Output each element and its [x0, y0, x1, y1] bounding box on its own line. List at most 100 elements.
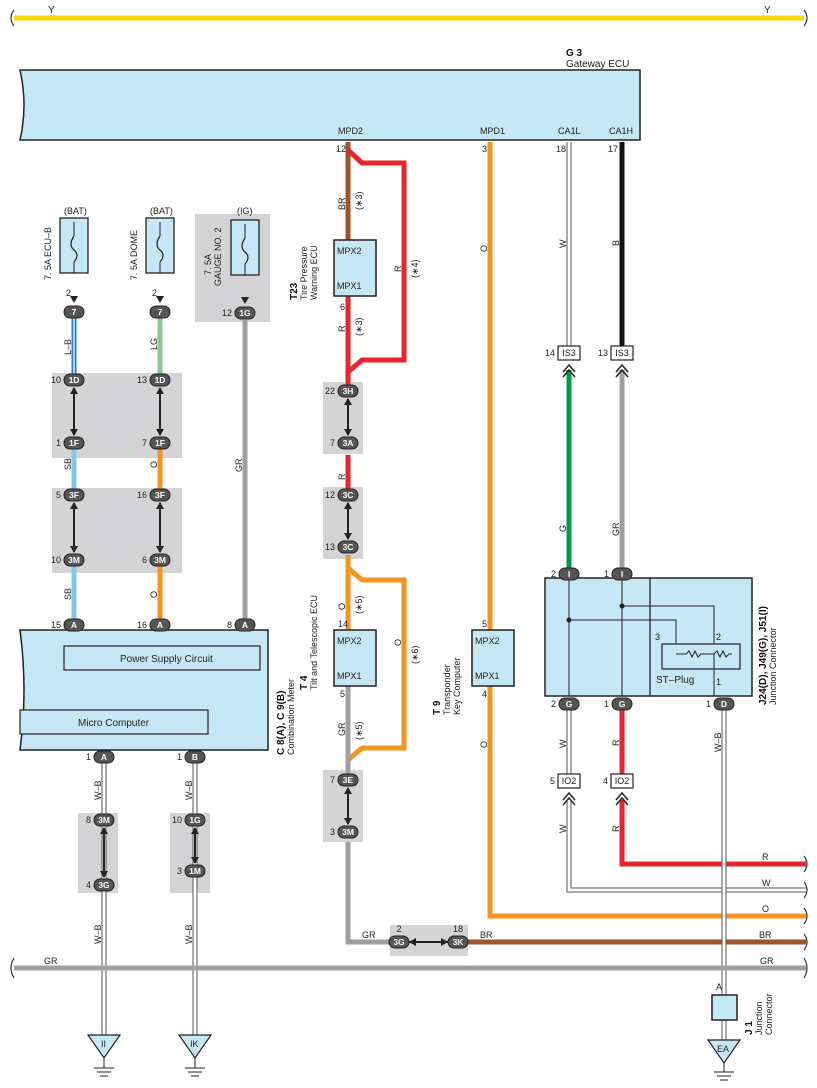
- conn-3m-8-id: 3M: [98, 815, 110, 825]
- conn-1f-7: 1F 7: [142, 436, 171, 450]
- junction-connector: 3 2 1 ST–Plug J24(D), J49(G), J51(I) Jun…: [544, 577, 778, 705]
- wires: [10, 142, 808, 1040]
- label-wb-junction: W–B: [713, 732, 723, 752]
- conn-3m-6: 3M6: [142, 553, 171, 567]
- conn-a-8: A8: [227, 618, 256, 632]
- conn-a-16-id: A: [157, 620, 163, 630]
- label-o-mpd1-low: O: [479, 741, 489, 748]
- j1-connector: A J 1 Junction Connector: [711, 982, 774, 1035]
- conn-7-dome: 7: [149, 305, 171, 319]
- conn-1f-1: 1F1: [56, 436, 85, 450]
- label-wb-a2: W–B: [93, 924, 103, 944]
- label-wb-a1: W–B: [93, 780, 103, 800]
- t4-name: Tilt and Telescopic ECU: [309, 595, 319, 690]
- conn-3c-12-pin: 12: [325, 490, 335, 500]
- t9-name2: Key Computer: [452, 657, 462, 715]
- t9-mpx2: MPX2: [475, 636, 500, 646]
- conn-io2-4-pin: 4: [603, 776, 608, 786]
- conn-a-1-meter-id: A: [101, 752, 107, 762]
- pin-num-17: 17: [608, 144, 618, 154]
- note-4: (∗4): [410, 259, 420, 278]
- conn-io2-5-pin: 5: [550, 776, 555, 786]
- t23-pin-6: 6: [340, 302, 345, 312]
- conn-a-15: A 15: [51, 618, 85, 632]
- conn-a-8-id: A: [242, 620, 248, 630]
- t9-pin-5: 5: [482, 619, 487, 629]
- conn-3c-12-id: 3C: [343, 490, 354, 500]
- conn-3m-8-pin: 8: [86, 815, 91, 825]
- conn-1d-10-pin: 10: [51, 375, 61, 385]
- conn-3m-10: 3M 10: [51, 553, 85, 567]
- conn-3f-5-id: 3F: [69, 490, 79, 500]
- label-r-right: R: [762, 852, 769, 862]
- conn-g-2-id: G: [566, 699, 573, 709]
- fuse-gauge: (IG) 7. 5A GAUGE NO. 2: [203, 206, 260, 286]
- label-r-loop: R: [393, 265, 403, 272]
- conn-3f-5-pin: 5: [56, 490, 61, 500]
- meter-name: Combination Meter: [286, 679, 296, 755]
- note-6: (∗6): [410, 645, 420, 664]
- meter-ref: C 8(A), C 9(B): [276, 691, 287, 755]
- conn-3g-2-pin: 2: [396, 924, 401, 934]
- conn-3c-12: 3C 12: [325, 488, 359, 502]
- arrow-3c-3c: [344, 502, 352, 540]
- conn-3k-18-pin: 18: [453, 924, 463, 934]
- conn-1g-10-pin: 10: [172, 815, 182, 825]
- conn-d-1-pin: 1: [706, 699, 711, 709]
- t4-pin-5: 5: [340, 689, 345, 699]
- conn-3f-5: 3F 5: [56, 488, 85, 502]
- t23-name1: Tire Pressure: [299, 246, 309, 300]
- fuse-3-src: (IG): [237, 206, 253, 216]
- conn-a-15-id: A: [71, 620, 77, 630]
- conn-3a-7-id: 3A: [343, 438, 354, 448]
- label-b-ca1h: B: [611, 240, 621, 246]
- conn-3h-22-pin: 22: [325, 386, 335, 396]
- ground-ik: IK: [177, 1034, 213, 1077]
- conn-is3-14-chevron: [562, 363, 576, 378]
- label-o-2: O: [149, 591, 159, 598]
- label-gr-bus-right: GR: [760, 956, 774, 966]
- label-wb-b1: W–B: [184, 780, 194, 800]
- ecu-pin-numbers: 12 3 18 17 6 14 5 5 4: [336, 144, 618, 699]
- t9-name1: Transponder: [442, 664, 452, 715]
- conn-g-2: G2: [551, 697, 580, 711]
- ground-ea-label: EA: [717, 1044, 729, 1054]
- conn-3a-7-pin: 7: [330, 438, 335, 448]
- ground-ii: II: [86, 1034, 122, 1077]
- fuse-1-pin: 2: [66, 288, 71, 298]
- note-5-bot: (∗5): [354, 721, 364, 740]
- fuse-3-name1: 7. 5A: [203, 254, 213, 275]
- arrow-3m-3g: [100, 827, 108, 878]
- conn-3c-13-pin: 13: [325, 542, 335, 552]
- tilt-ecu: MPX2 MPX1 T 4 Tilt and Telescopic ECU: [299, 595, 377, 690]
- conn-1f-7-pin: 7: [142, 438, 147, 448]
- jc-pin-1: 1: [716, 677, 721, 687]
- label-wb-b2: W–B: [184, 924, 194, 944]
- conn-g-1: G1: [604, 697, 633, 711]
- pin-ca1h: CA1H: [609, 126, 633, 136]
- label-br-bottom: BR: [480, 930, 493, 940]
- connector-arrows: [70, 296, 448, 946]
- conn-3m-10-id: 3M: [68, 555, 80, 565]
- conn-b-1-meter: B1: [177, 750, 206, 764]
- label-br-top: BR: [337, 197, 347, 210]
- conn-1f-7-id: 1F: [155, 438, 165, 448]
- t23-mpx2: MPX2: [337, 246, 362, 256]
- note-5-top: (∗5): [354, 595, 364, 614]
- conn-3k-18-id: 3K: [453, 937, 465, 947]
- conn-3m-10-pin: 10: [51, 555, 61, 565]
- label-lb: L–B: [63, 339, 73, 355]
- conn-a-15-pin: 15: [51, 620, 61, 630]
- arrow-3f-3m-b: [156, 502, 164, 553]
- st-plug-label: ST–Plug: [656, 675, 694, 686]
- t9-pin-4: 4: [482, 689, 487, 699]
- conn-is3-14-id: IS3: [562, 348, 576, 358]
- conn-3m-3-pin: 3: [330, 827, 335, 837]
- arrow-3g-3k: [409, 938, 448, 946]
